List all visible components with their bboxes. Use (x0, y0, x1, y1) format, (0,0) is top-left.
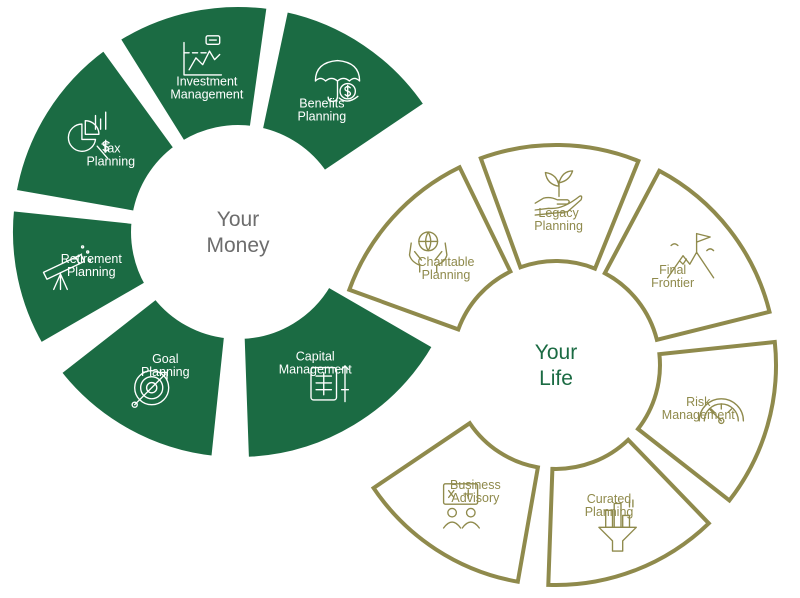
segment-label-line-1: Final (659, 263, 686, 277)
segment-label-line-1: Legacy (538, 206, 579, 220)
segment-label-line-2: Advisory (451, 491, 500, 505)
segment-shape (10, 43, 182, 218)
segment-label-line-1: Business (450, 478, 501, 492)
segment-label-line-2: Planning (585, 505, 634, 519)
segment-shape (238, 279, 440, 464)
line-chart-icon (183, 35, 223, 76)
segment-label-line-1: Charitable (418, 255, 475, 269)
segment-label-line-1: Goal (152, 352, 178, 366)
segment-label-line-2: Planning (422, 268, 471, 282)
gauge-icon (698, 398, 745, 425)
life-center-title-line-1: Your (535, 341, 577, 364)
segment-label-line-2: Management (279, 363, 352, 377)
segment-shape (546, 436, 712, 587)
telescope-icon (42, 245, 92, 291)
segment-shape (256, 5, 432, 178)
segment-shape (370, 420, 541, 585)
funnel-icon (598, 499, 637, 552)
segment-label-line-2: Planning (86, 155, 135, 169)
segment-label-line-2: Planning (298, 110, 347, 124)
segment-label-line-1: Risk (686, 395, 711, 409)
segment-label-line-1: Capital (296, 350, 335, 364)
umbrella-dollar-icon (314, 59, 361, 103)
segment-label-line-2: Frontier (651, 276, 694, 290)
segment-label-line-1: Curated (587, 492, 632, 506)
pie-chart-dollar-icon (67, 111, 110, 159)
life-center-title-line-2: Life (539, 367, 573, 390)
segment-label-line-1: Retirement (61, 252, 123, 266)
segment-shape (602, 168, 772, 343)
your-money-wheel: InvestmentManagementBenefitsPlanningTaxP… (6, 1, 440, 464)
segment-label-line-1: Tax (101, 142, 121, 156)
segment-label-line-1: Investment (176, 74, 238, 88)
segment-label-line-2: Planning (534, 219, 583, 233)
segment-label-line-2: Management (662, 408, 735, 422)
segment-shape (113, 1, 274, 148)
team-board-icon (442, 483, 480, 529)
segment-label-line-2: Management (170, 87, 243, 101)
segment-label-line-2: Planning (67, 265, 116, 279)
hand-plant-icon (534, 170, 583, 216)
segment-shape (6, 204, 152, 351)
segment-shape (635, 339, 779, 504)
spreadsheet-icon (310, 365, 350, 403)
your-life-wheel: CharitablePlanningLegacyPlanningFinalFro… (346, 143, 779, 587)
segment-shape (54, 291, 231, 463)
segment-label-line-1: Benefits (299, 97, 344, 111)
mountain-flag-icon (667, 232, 715, 279)
target-arrow-icon (131, 370, 170, 408)
segment-label-line-2: Planning (141, 365, 190, 379)
hands-globe-icon (408, 231, 448, 273)
money-center-title-line-2: Money (206, 234, 270, 257)
money-center-title-line-1: Your (217, 208, 259, 231)
